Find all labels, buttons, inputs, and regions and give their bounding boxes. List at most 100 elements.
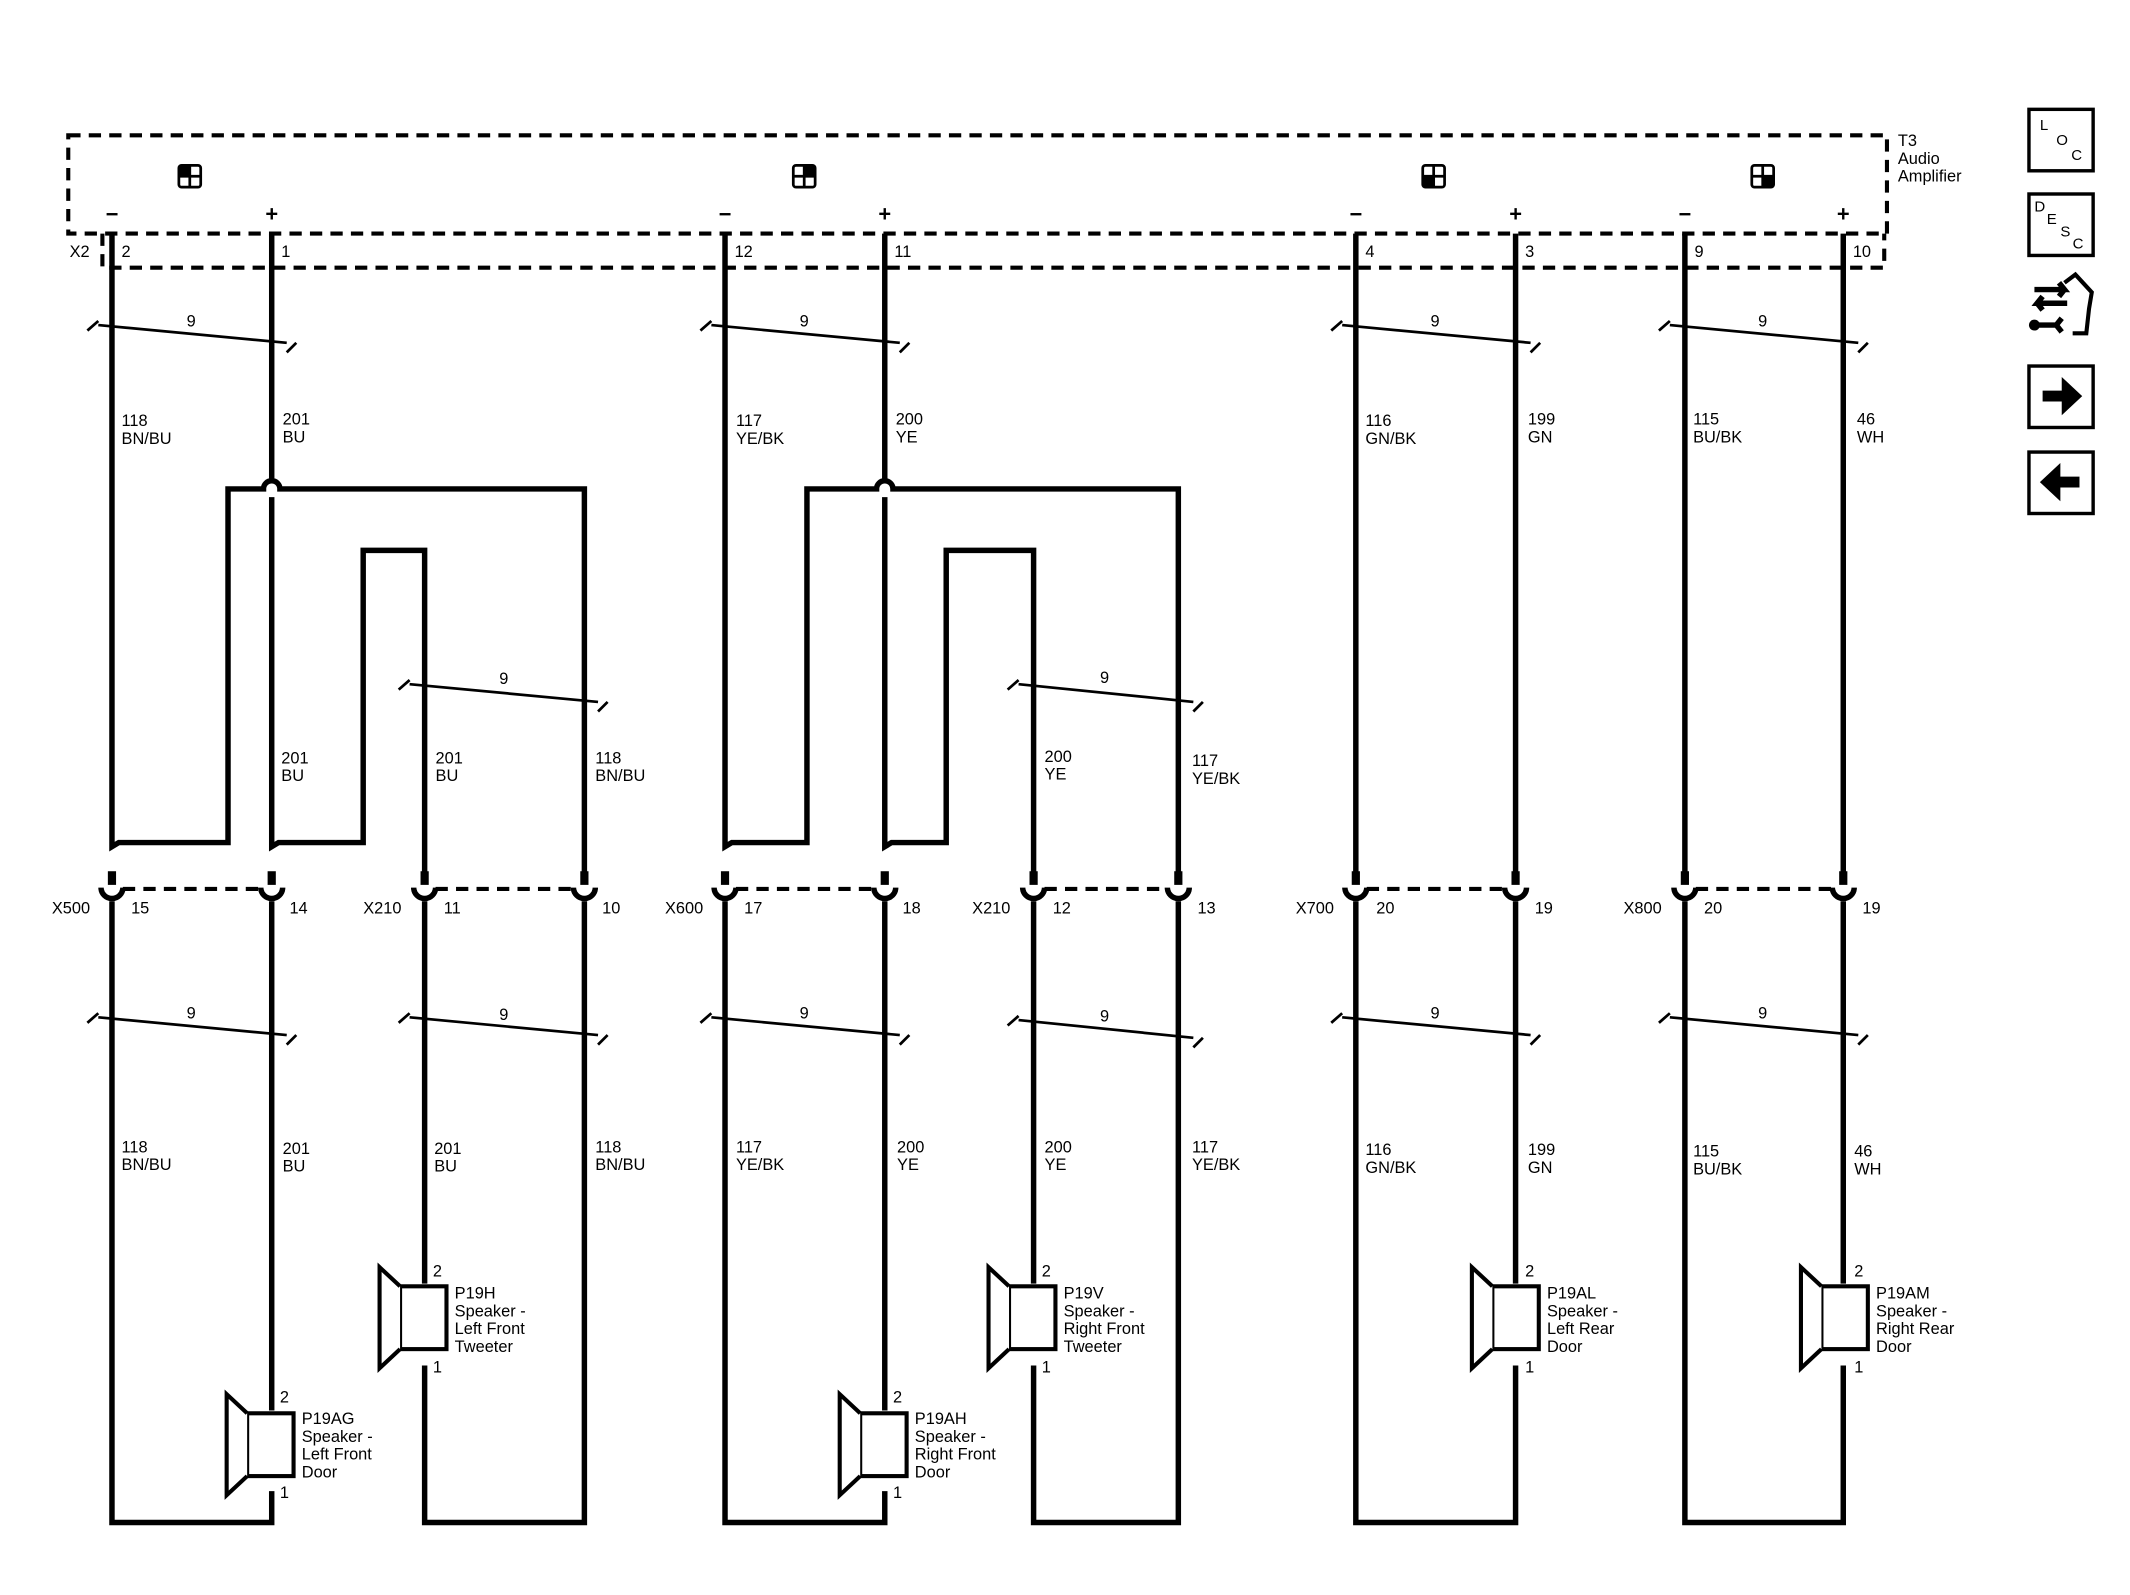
svg-text:1: 1 bbox=[893, 1484, 902, 1502]
svg-text:2: 2 bbox=[1042, 1263, 1051, 1281]
connector-x210-right: X210 12 13 bbox=[972, 871, 1216, 918]
twist-marker: 9 bbox=[397, 670, 609, 713]
svg-text:X600: X600 bbox=[665, 900, 703, 918]
circuit-number: 201 bbox=[281, 749, 308, 767]
desc-button[interactable]: D E S C bbox=[2027, 192, 2095, 258]
wire-color: YE/BK bbox=[1192, 770, 1240, 788]
svg-text:Left Rear: Left Rear bbox=[1547, 1320, 1615, 1338]
svg-text:Right Rear: Right Rear bbox=[1876, 1320, 1955, 1338]
svg-text:11: 11 bbox=[444, 900, 461, 918]
twist-marker: 9 bbox=[1658, 312, 1869, 354]
connector-x700: X700 20 19 bbox=[1296, 871, 1553, 918]
circuit-number: 201 bbox=[434, 1140, 461, 1158]
pin-label: 9 bbox=[1694, 243, 1703, 261]
svg-text:9: 9 bbox=[499, 1006, 508, 1024]
pin-label: 4 bbox=[1365, 243, 1374, 261]
svg-text:Speaker -: Speaker - bbox=[455, 1302, 526, 1320]
svg-text:C: C bbox=[2071, 147, 2082, 164]
wire-color: GN bbox=[1528, 429, 1553, 447]
pin-label: 3 bbox=[1525, 243, 1534, 261]
svg-text:P19AL: P19AL bbox=[1547, 1285, 1596, 1303]
prev-button[interactable] bbox=[2027, 450, 2095, 516]
connector-x600: X600 17 18 bbox=[665, 871, 921, 918]
circuit-number: 201 bbox=[283, 411, 310, 429]
wire-color: BU bbox=[281, 767, 304, 785]
twist-marker: 9 bbox=[699, 1005, 911, 1046]
connector-x800: X800 20 19 bbox=[1623, 871, 1881, 918]
circuit-number: 201 bbox=[436, 749, 463, 767]
minus-sign: − bbox=[719, 201, 732, 226]
wire-color: BN/BU bbox=[595, 1156, 645, 1174]
svg-text:X210: X210 bbox=[363, 900, 401, 918]
circuit-number: 46 bbox=[1854, 1143, 1872, 1161]
svg-text:Left Front: Left Front bbox=[455, 1320, 526, 1338]
pin-label: 1 bbox=[281, 243, 290, 261]
connector-view-button[interactable] bbox=[2028, 271, 2094, 336]
channel-symbol-1 bbox=[177, 163, 203, 189]
twisted-pair-markers: 9 9 9 9 9 9 9 9 9 9 9 9 bbox=[86, 312, 1869, 1049]
svg-text:1: 1 bbox=[433, 1358, 442, 1376]
svg-text:Speaker -: Speaker - bbox=[1064, 1302, 1135, 1320]
amplifier-box: T3 Audio Amplifier X2 bbox=[66, 132, 1962, 270]
circuit-number: 118 bbox=[122, 412, 148, 430]
wire bbox=[109, 233, 588, 874]
svg-text:19: 19 bbox=[1862, 900, 1880, 918]
wire bbox=[421, 901, 588, 1526]
circuit-number: 115 bbox=[1693, 411, 1719, 429]
svg-text:9: 9 bbox=[499, 670, 508, 688]
arrow-left-icon bbox=[2039, 462, 2080, 502]
svg-text:X700: X700 bbox=[1296, 900, 1334, 918]
wire-color: WH bbox=[1854, 1160, 1881, 1178]
svg-text:2: 2 bbox=[1525, 1263, 1534, 1281]
wire-color: YE bbox=[896, 429, 918, 447]
svg-text:S: S bbox=[2060, 223, 2070, 240]
plus-sign: + bbox=[1837, 201, 1850, 226]
svg-text:Speaker -: Speaker - bbox=[1876, 1302, 1947, 1320]
wire-color: BU/BK bbox=[1693, 1160, 1742, 1178]
circuit-number: 200 bbox=[1045, 748, 1072, 766]
svg-text:Speaker -: Speaker - bbox=[302, 1428, 373, 1446]
wire-color: BU bbox=[283, 1158, 306, 1176]
circuit-number: 117 bbox=[736, 1139, 762, 1157]
svg-text:P19AM: P19AM bbox=[1876, 1285, 1930, 1303]
wire-color: YE bbox=[1045, 766, 1067, 784]
pin-label: 2 bbox=[122, 243, 131, 261]
nav-toolbar: L O C D E S C bbox=[2027, 107, 2095, 516]
twist-marker: 9 bbox=[86, 312, 298, 354]
plus-sign: + bbox=[265, 201, 278, 226]
wire bbox=[882, 233, 1037, 874]
circuit-number: 117 bbox=[1192, 752, 1218, 770]
circuit-number: 116 bbox=[1365, 1141, 1391, 1159]
pin-label: 11 bbox=[894, 243, 911, 261]
svg-text:E: E bbox=[2047, 211, 2057, 228]
svg-text:Speaker -: Speaker - bbox=[915, 1428, 986, 1446]
loc-button[interactable]: L O C bbox=[2027, 107, 2095, 173]
circuit-number: 46 bbox=[1857, 411, 1875, 429]
twist-marker: 9 bbox=[1658, 1005, 1869, 1046]
wire-color: BN/BU bbox=[122, 430, 172, 448]
svg-text:9: 9 bbox=[1430, 312, 1439, 330]
svg-text:C: C bbox=[2073, 236, 2084, 253]
svg-text:1: 1 bbox=[280, 1484, 289, 1502]
plus-sign: + bbox=[878, 201, 891, 226]
wire-color: BU bbox=[434, 1158, 457, 1176]
svg-text:X500: X500 bbox=[52, 900, 90, 918]
svg-text:18: 18 bbox=[903, 900, 921, 918]
channel-symbol-4 bbox=[1750, 163, 1775, 189]
svg-text:9: 9 bbox=[187, 312, 196, 330]
wire-color: BU bbox=[436, 767, 459, 785]
svg-text:1: 1 bbox=[1854, 1358, 1863, 1376]
circuit-labels: 118 BN/BU 201 BU 117 YE/BK 200 YE 116 GN… bbox=[122, 411, 1885, 1179]
wire-color: BU bbox=[283, 429, 306, 447]
circuit-number: 201 bbox=[283, 1140, 310, 1158]
twist-marker: 9 bbox=[699, 312, 911, 354]
next-button[interactable] bbox=[2027, 364, 2095, 430]
location-icon: L O C bbox=[2040, 117, 2082, 164]
svg-text:P19V: P19V bbox=[1064, 1285, 1104, 1303]
twist-marker: 9 bbox=[1330, 312, 1542, 354]
terminal-signs: − + − + − + − + bbox=[106, 201, 1850, 226]
amplifier-connector: X2 bbox=[70, 243, 90, 261]
svg-text:D: D bbox=[2034, 199, 2045, 216]
svg-text:20: 20 bbox=[1376, 900, 1394, 918]
